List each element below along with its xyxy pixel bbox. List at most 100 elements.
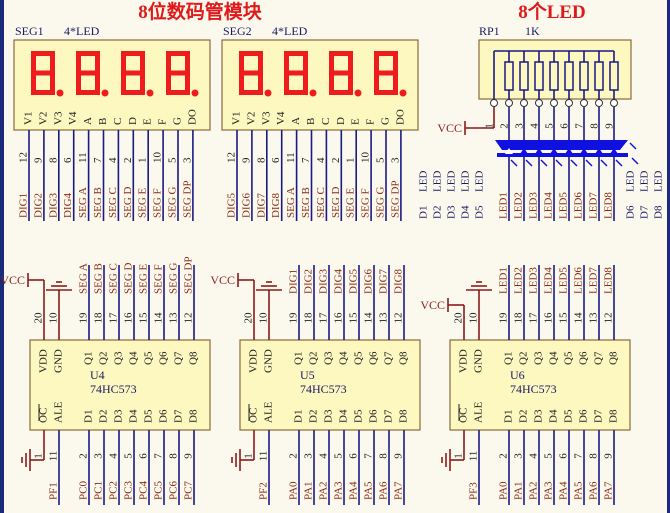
display-seg1-pin-number: 2 [122,158,134,164]
chip-u6-pin-number: 5 [543,453,555,459]
display-seg2-net-label: DIG7 [255,192,267,218]
chip-u5-pin-number: 14 [363,312,375,324]
chip-u6-net-label: PF3 [468,482,480,500]
chip-u4-pin-name: Q6 [158,351,170,365]
led-ref: D2 [432,206,444,219]
display-seg2-pin-name: F [365,119,377,125]
led-arrow-icon [595,148,603,154]
led-net-label: LED5 [558,192,570,219]
chip-u4-net-label: PC2 [108,481,120,500]
led-arrow-icon [520,148,528,154]
chip-u4-net-label: SEG A [78,263,90,294]
chip-u4-body [29,339,211,431]
chip-u4-pin-name: Q5 [143,351,155,365]
display-seg1-ref: SEG1 [15,24,44,38]
chip-u4-pin-name: GND [53,349,65,373]
display-seg1-pin-number: 12 [18,152,30,163]
chip-u6-pin-number: 13 [588,312,600,324]
led-net-label: LED4 [543,192,555,219]
led-type: LED [625,171,637,192]
display-seg2-digit-segment [284,70,308,76]
display-seg2-pin-name: DO [394,109,406,125]
chip-u6-pin-number: 17 [528,312,540,324]
chip-u6-pin-number: 12 [603,313,615,324]
rp1-pin-number: 9 [604,123,616,129]
chip-u4-vcc-label: VCC [0,273,25,287]
chip-u5-pin-number: 6 [348,453,360,459]
rp1-value: 1K [525,24,540,38]
chip-u4-pin-name: Q3 [113,351,125,365]
led-type: LED [418,171,430,192]
display-seg2-digit-segment [239,51,244,95]
led-net-label: LED2 [513,192,525,219]
chip-u5-pin-number: 11 [258,451,270,462]
chip-u6-pin-number: 3 [513,453,525,459]
chip-u6-pin-name: D3 [533,409,545,423]
chip-u4-pin-name: VDD [38,349,50,373]
chip-u4-pin-number: 14 [153,312,165,324]
left-border [0,0,4,513]
chip-u6-net-label: LED2 [513,267,525,294]
chip-u4-part: 74HC573 [90,382,137,396]
chip-u4-pin-name: Q7 [173,351,185,365]
display-seg2-pin-number: 6 [270,157,282,163]
chip-u5-pin-number: 3 [303,453,315,459]
chip-u6-pin-name: Q5 [563,351,575,365]
led-light-arrow-icon [600,159,608,167]
display-seg2-net-label: SEG E [345,187,357,218]
chip-u5-net-label: DIG1 [288,269,300,294]
chip-u6-pin-name: OC [458,408,470,423]
chip-u5-body [239,339,421,431]
led-light-arrow-icon [629,142,637,150]
display-seg2-digit-segment [329,51,334,95]
display-seg2-digit-decimal-point [264,89,272,97]
display-seg1-pin-number: 7 [92,157,104,163]
display-seg2-net-label: SEG C [315,187,327,218]
display-seg2-digit-decimal-point [399,89,407,97]
chip-u6-pin-name: Q4 [548,351,560,365]
chip-u5-pin-name: Q2 [308,352,320,365]
display-seg2-pin-number: 8 [255,157,267,163]
display-seg1-pin-name: DO [186,109,198,125]
rp1-pin-circle [610,99,618,107]
display-seg2-digit-segment [374,70,398,76]
display-seg1-digit-segment [31,90,55,95]
chip-u6-net-label: LED6 [573,267,585,294]
chip-u4-pin-name: D1 [83,410,95,423]
display-seg1-net-label: SEG DP [181,180,193,218]
rp1-pin-number: 8 [589,123,601,129]
chip-u4-pin-name: D8 [188,409,200,423]
display-seg1-digit-segment [121,51,126,95]
display-seg1-pin-number: 11 [77,152,89,163]
chip-u5-pin-name: D3 [323,409,335,423]
rp1-pin-number: 6 [559,123,571,129]
display-seg2-digit-segment [239,70,263,76]
chip-u4-pin-number: 1 [33,453,45,459]
chip-u5-net-label: PA1 [303,481,315,500]
chip-u6-pin-number: 14 [573,312,585,324]
chip-u4-pin-name: D6 [158,409,170,423]
display-seg2-net-label: SEG A [285,187,297,218]
display-seg2-digit-segment [284,51,289,95]
display-seg2-pin-name: V1 [231,112,243,125]
chip-u6-net-label: LED3 [528,267,540,294]
display-seg1-digit-decimal-point [191,89,199,97]
display-seg2-net-label: SEG G [375,186,387,218]
display-seg1-pin-number: 5 [167,157,179,163]
led-ref: D3 [446,205,458,219]
chip-u4-pin-name: Q8 [188,351,200,365]
display-seg2-pin-number: 3 [389,157,401,163]
chip-u5-net-label: DIG2 [303,269,315,294]
chip-u6-pin-name: D7 [593,409,605,423]
chip-u4-pin-name: Q1 [83,352,95,365]
chip-u4-pin-number: 9 [183,453,195,459]
chip-u5-net-label: PA4 [348,481,360,500]
display-seg1-net-label: SEG D [122,186,134,218]
led-ref: D7 [639,205,651,219]
chip-u5-pin-name: D2 [308,410,320,423]
led-arrow-icon [550,148,558,154]
display-seg2-digit-segment [348,51,353,95]
chip-u5-pin-name: D5 [353,409,365,423]
chip-u6-pin-name: D5 [563,409,575,423]
rp1-vcc-label: VCC [437,121,462,135]
